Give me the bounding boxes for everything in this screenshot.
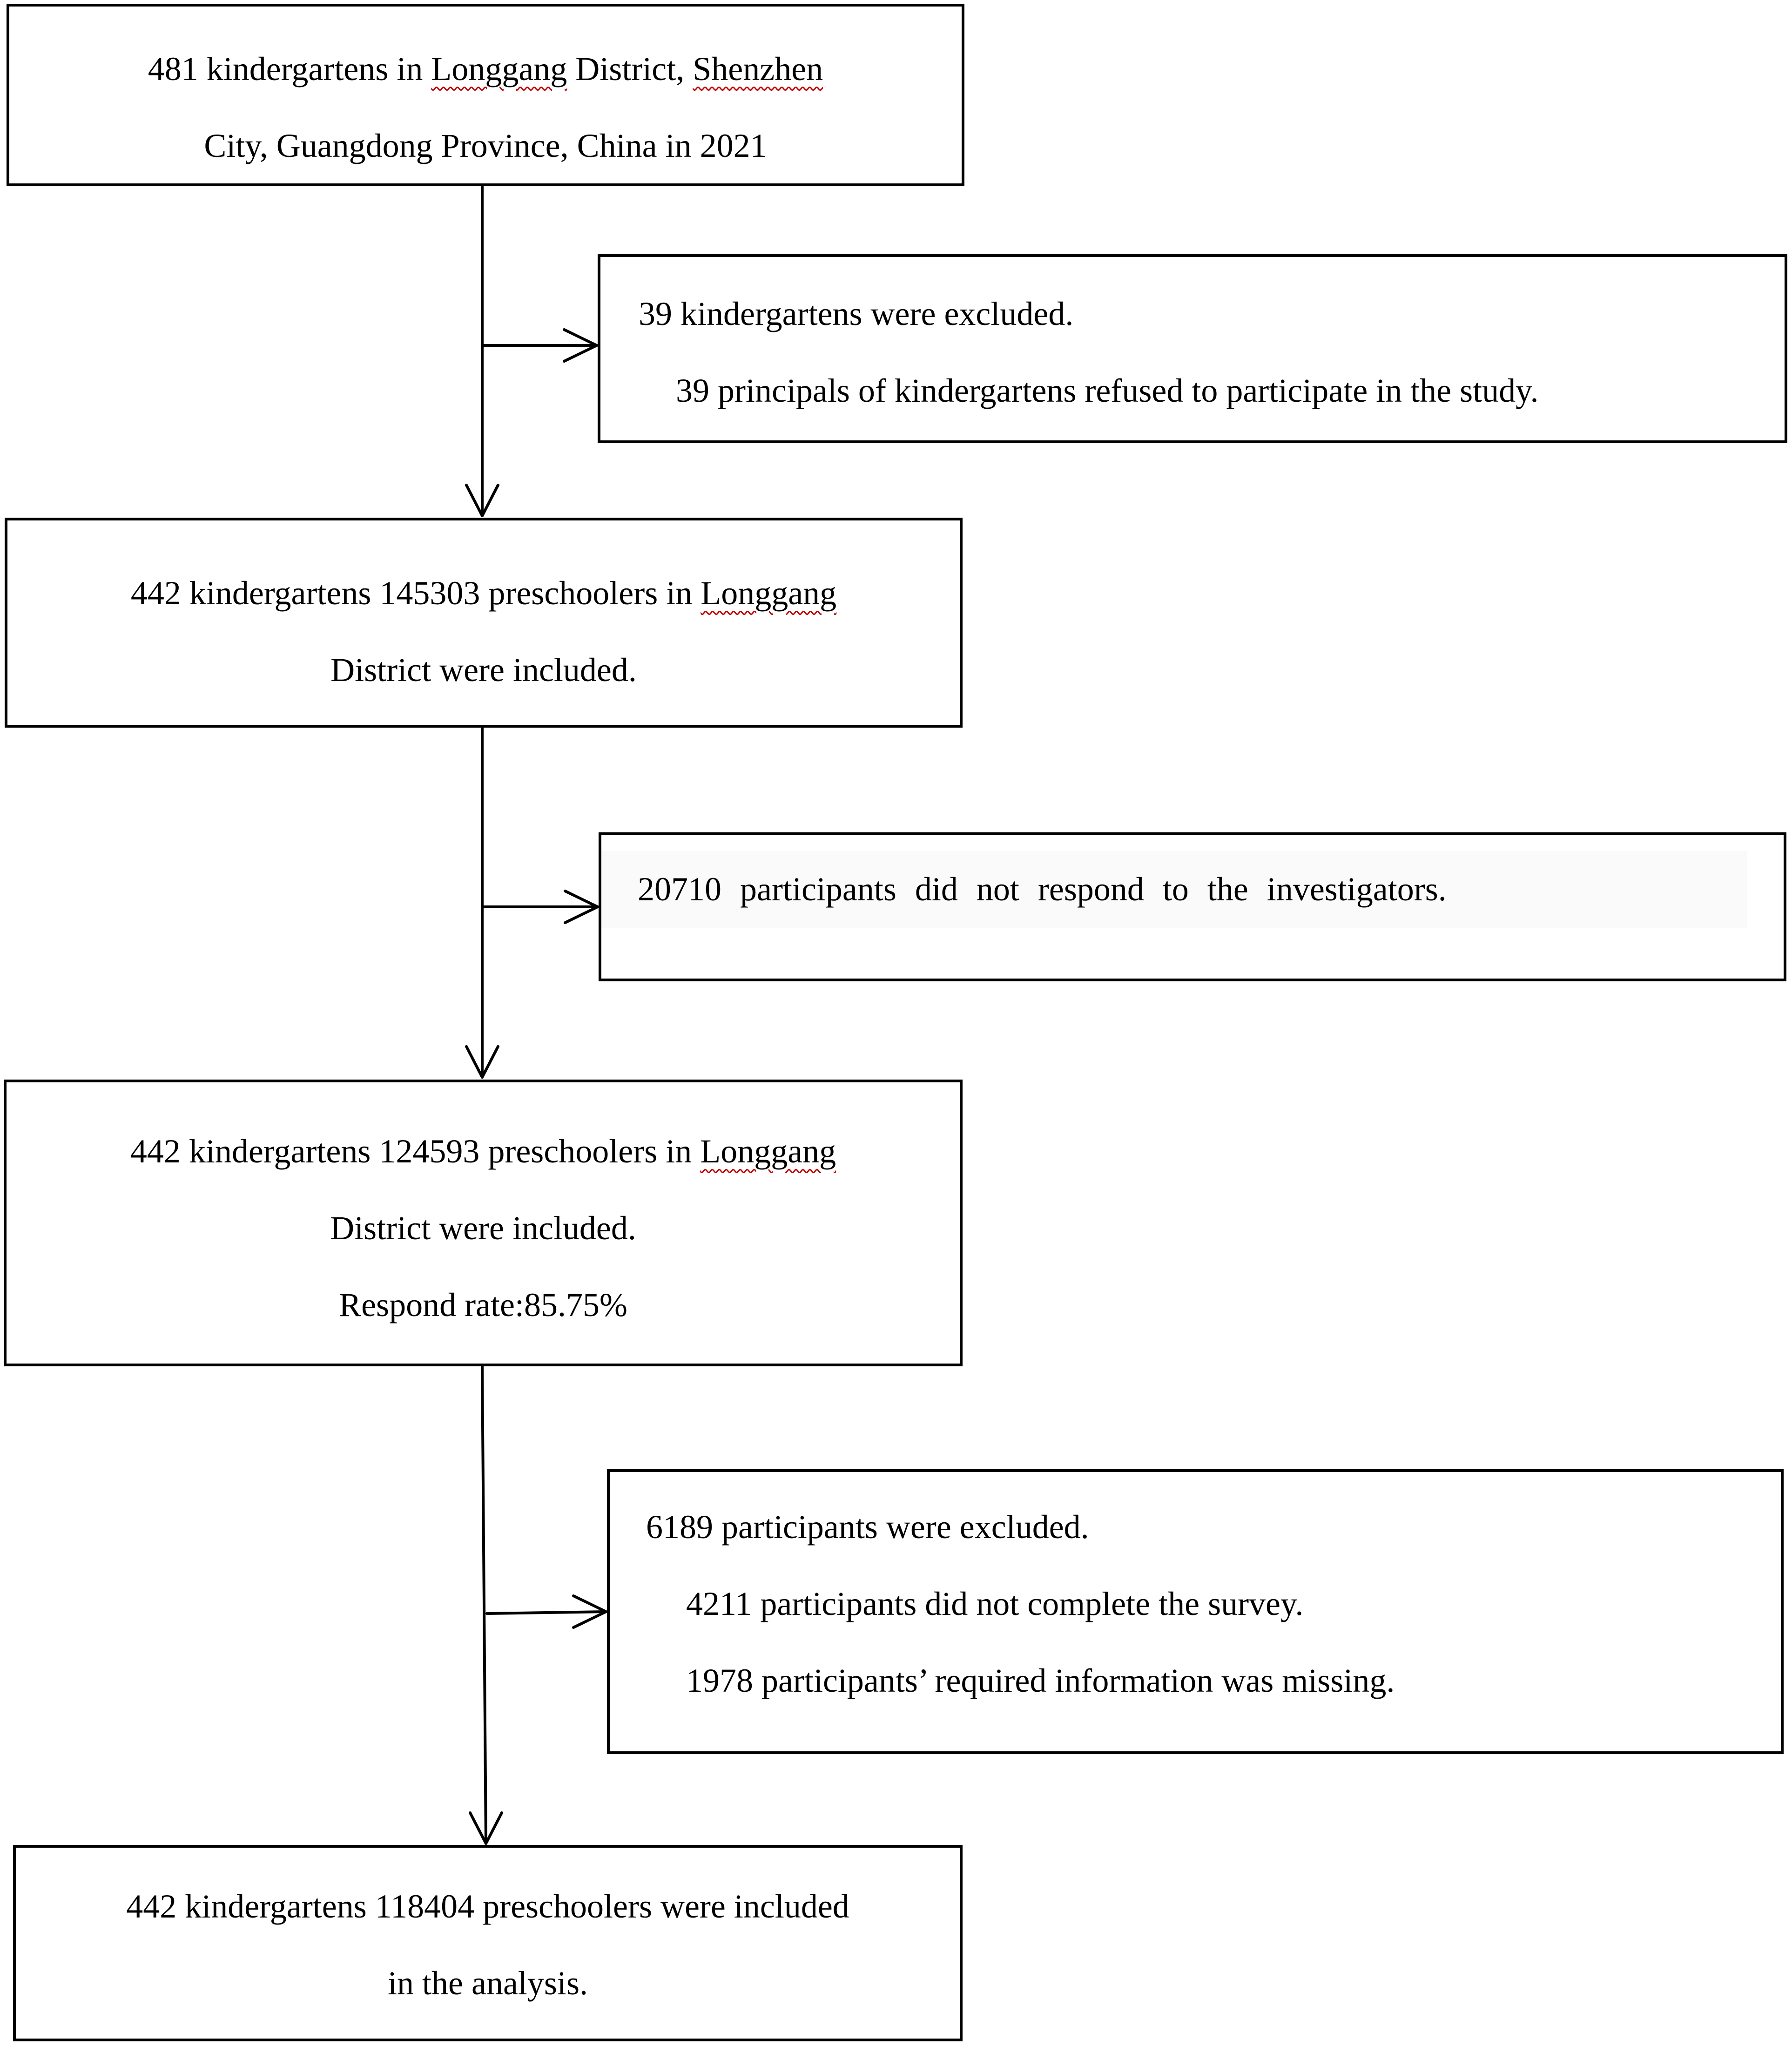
- exclusion-3-reason-missing: 1978 participants’ required information …: [686, 1662, 1395, 1699]
- text-segment: 442 kindergartens 124593 preschoolers in: [130, 1133, 701, 1170]
- exclusion-1-heading: 39 kindergartens were excluded.: [639, 295, 1074, 332]
- exclusion-box-3: 6189 participants were excluded. 4211 pa…: [607, 1469, 1784, 1754]
- source-population-box: 481 kindergartens in Longgang District, …: [7, 4, 964, 186]
- included-kindergartens-box: 442 kindergartens 145303 preschoolers in…: [5, 518, 963, 728]
- included-kindergartens-line-2: District were included.: [330, 651, 637, 689]
- response-rate: Respond rate:85.75%: [339, 1286, 627, 1323]
- text-segment-spellcheck: Longgang: [700, 1133, 836, 1170]
- arrowhead-exclusion-2-icon: [564, 890, 599, 924]
- respondents-line-2: District were included.: [330, 1209, 636, 1247]
- source-population-line-2: City, Guangdong Province, China in 2021: [204, 127, 767, 164]
- exclusion-box-1: 39 kindergartens were excluded. 39 princ…: [598, 254, 1787, 443]
- exclusion-2-reason: 20710 participants did not respond to th…: [601, 851, 1747, 928]
- source-population-line-1: 481 kindergartens in Longgang District, …: [9, 31, 962, 108]
- arrow-to-exclusion-3: [485, 1610, 607, 1615]
- arrowhead-box3-icon: [465, 1045, 499, 1079]
- text-segment: 481 kindergartens in: [148, 50, 431, 88]
- exclusion-3-heading: 6189 participants were excluded.: [646, 1508, 1089, 1546]
- text-segment: District,: [567, 50, 693, 88]
- final-analysis-line-2: in the analysis.: [388, 1965, 588, 2002]
- respondents-box: 442 kindergartens 124593 preschoolers in…: [4, 1080, 963, 1366]
- arrowhead-box4-icon: [469, 1811, 503, 1845]
- respondents-line-1: 442 kindergartens 124593 preschoolers in…: [7, 1113, 960, 1190]
- arrowhead-box2-icon: [465, 484, 499, 517]
- exclusion-box-2: 20710 participants did not respond to th…: [599, 832, 1786, 981]
- final-analysis-line-1: 442 kindergartens 118404 preschoolers we…: [126, 1888, 849, 1925]
- text-segment-spellcheck: Longgang: [701, 574, 837, 612]
- arrowhead-exclusion-3-icon: [572, 1594, 607, 1629]
- final-analysis-box: 442 kindergartens 118404 preschoolers we…: [13, 1845, 963, 2041]
- text-segment-spellcheck: Longgang: [431, 50, 567, 88]
- arrowhead-exclusion-1-icon: [563, 328, 598, 363]
- exclusion-3-reason-incomplete: 4211 participants did not complete the s…: [686, 1585, 1304, 1622]
- included-kindergartens-line-1: 442 kindergartens 145303 preschoolers in…: [7, 555, 960, 632]
- arrow-box3-to-box4: [481, 1365, 487, 1845]
- text-segment-spellcheck: Shenzhen: [693, 50, 823, 88]
- text-segment: 442 kindergartens 145303 preschoolers in: [130, 574, 701, 612]
- exclusion-1-reason: 39 principals of kindergartens refused t…: [676, 372, 1539, 409]
